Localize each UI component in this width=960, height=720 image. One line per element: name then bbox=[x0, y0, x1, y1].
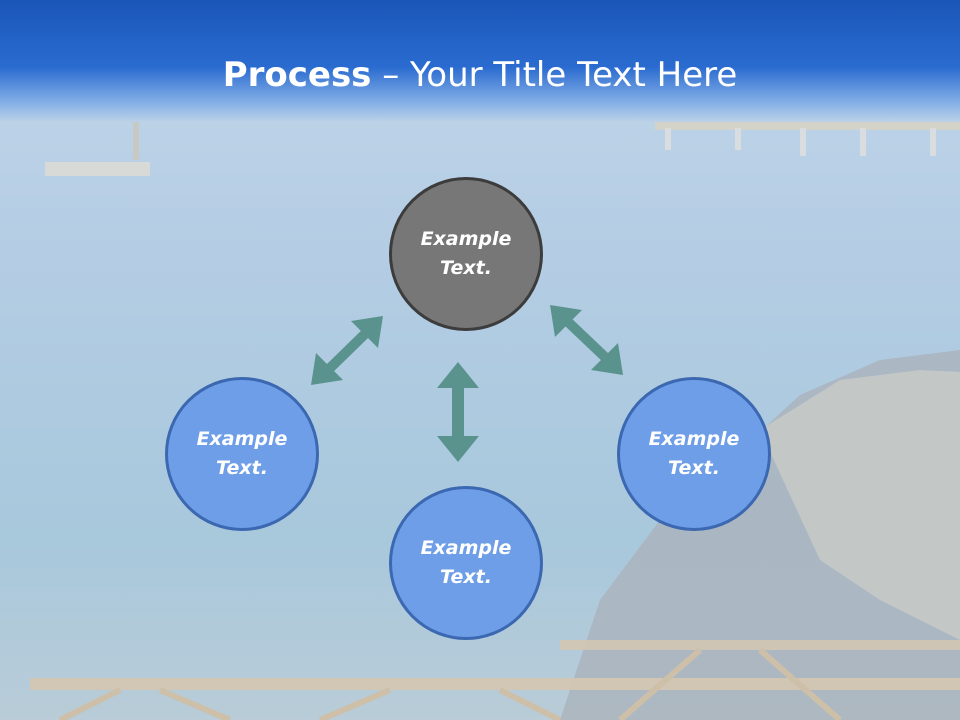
double-arrow-left bbox=[311, 316, 383, 385]
node-right[interactable]: Example Text. bbox=[617, 377, 771, 531]
node-bottom[interactable]: Example Text. bbox=[389, 486, 543, 640]
node-top-label: Example Text. bbox=[420, 228, 512, 279]
slide-title: Process – Your Title Text Here bbox=[0, 50, 960, 100]
title-bold: Process bbox=[222, 55, 372, 95]
title-bar bbox=[0, 0, 960, 122]
node-top[interactable]: Example Text. bbox=[389, 177, 543, 331]
node-right-label: Example Text. bbox=[648, 428, 740, 479]
node-bottom-label: Example Text. bbox=[420, 537, 512, 588]
double-arrow-right bbox=[550, 305, 623, 375]
node-left-label: Example Text. bbox=[196, 428, 288, 479]
title-rest: – Your Title Text Here bbox=[371, 55, 738, 95]
double-arrow-vertical bbox=[437, 362, 479, 462]
node-left[interactable]: Example Text. bbox=[165, 377, 319, 531]
